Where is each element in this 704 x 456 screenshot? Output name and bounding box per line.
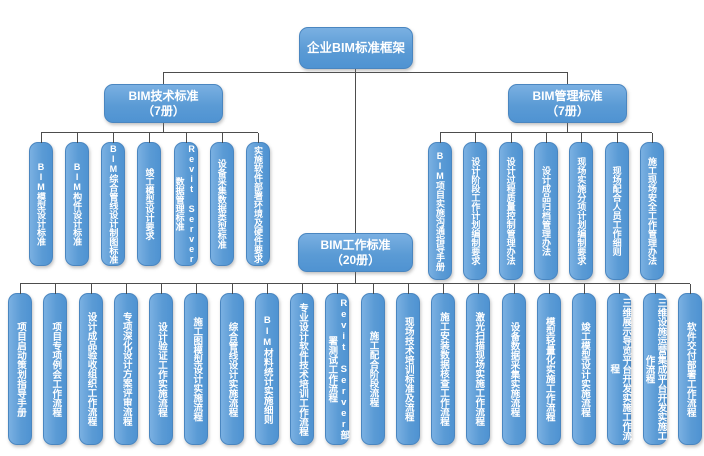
leaf-box: 三维展示导览平台开发实施工作流程 [607, 284, 632, 445]
work-children-row: 项目启动策划指导手册 项目专项例会工作流程 设计成品验收组织工作流程 专项深化设… [8, 284, 702, 445]
branch-mgmt-volumes: （7册） [546, 103, 589, 118]
connector-mgmt-stub [567, 72, 568, 84]
leaf-box: 软件交付部署工作流程 [677, 284, 702, 445]
leaf-box: 项目专项例会工作流程 [43, 284, 68, 445]
leaf-box: 专业设计软件技术培训工作流程 [290, 284, 314, 445]
leaf-box: BIM项目实施沟通指导手册 [428, 133, 452, 280]
leaf-label: Revit Server部署测试工作流程 [326, 298, 350, 440]
leaf-box: 项目启动策划指导手册 [8, 284, 32, 445]
leaf-box: 激光扫描现场实施工作流程 [466, 284, 491, 445]
leaf-box: 设计验证工作实施流程 [149, 284, 173, 445]
leaf-box: 实施软件部署环境及硬件要求 [245, 133, 270, 266]
leaf-label: 三维展示导览平台开发实施工作流程 [608, 297, 632, 441]
leaf-label: 现场实施分项计划编制要求 [576, 157, 587, 265]
leaf-box: 施工现场安全工作管理办法 [639, 133, 664, 280]
leaf-label: 专业设计软件技术培训工作流程 [297, 302, 308, 436]
branch-tech-volumes: （7册） [142, 103, 185, 118]
leaf-box: 设备数据采集实施流程 [501, 284, 526, 445]
leaf-label: 设计过程质量控制管理办法 [505, 157, 516, 265]
leaf-box: BIM构件设计标准 [65, 133, 90, 266]
leaf-box: BIM材料统计实施细则 [254, 284, 279, 445]
branch-work-label: BIM工作标准 [320, 237, 391, 252]
leaf-box: 专项深化设计方案评审流程 [113, 284, 138, 445]
branch-mgmt-label: BIM管理标准 [532, 88, 603, 103]
leaf-label: 设备数据采集实施流程 [508, 321, 520, 417]
branch-node-mgmt: BIM管理标准 （7册） [508, 84, 627, 123]
leaf-label: 设计成品验收组织工作流程 [85, 312, 97, 426]
leaf-label: 激光扫描现场实施工作流程 [473, 312, 485, 426]
leaf-box: 现场配合人员工作细则 [604, 133, 629, 280]
leaf-label: 项目专项例会工作流程 [50, 321, 62, 417]
leaf-label: 施工安装数据核查工作流程 [438, 312, 449, 426]
leaf-box: 现场技术培训标准及流程 [395, 284, 420, 445]
leaf-box: Revit Server数据管理标准 [173, 133, 198, 266]
leaf-label: 设计验证工作实施流程 [156, 321, 167, 417]
leaf-label: 竣工模型设计要求 [144, 168, 155, 240]
branch-tech-label: BIM技术标准 [128, 88, 199, 103]
leaf-box: 三维设施运营集成平台开发实施工作流程 [642, 284, 667, 445]
leaf-label: 施工配合阶段流程 [367, 331, 379, 407]
connector-work-down [355, 271, 356, 284]
leaf-box: 现场实施分项计划编制要求 [569, 133, 594, 280]
branch-node-tech: BIM技术标准 （7册） [104, 84, 223, 123]
leaf-box: 模型轻量化实施工作流程 [536, 284, 561, 445]
leaf-label: 现场技术培训标准及流程 [402, 316, 414, 422]
leaf-label: 模型轻量化实施工作流程 [543, 316, 555, 422]
connector-work-distributor [20, 283, 690, 284]
leaf-label: 竣工模型设计实施流程 [579, 321, 590, 417]
leaf-box: 施工安装数据核查工作流程 [431, 284, 455, 445]
connector-root-to-work [355, 68, 356, 234]
leaf-box: Revit Server部署测试工作流程 [325, 284, 350, 445]
leaf-label: BIM材料统计实施细则 [261, 314, 273, 424]
connector-tech-down [163, 122, 164, 133]
leaf-label: 实施软件部署环境及硬件要求 [252, 145, 263, 263]
leaf-box: 设计成品验收组织工作流程 [78, 284, 103, 445]
branch-work-volumes: （20册） [330, 252, 381, 267]
mgmt-children-row: BIM项目实施沟通指导手册 设计阶段工作计划编制要求 设计过程质量控制管理办法 … [428, 133, 664, 280]
leaf-label: BIM综合管线设计制图标准 [108, 144, 119, 264]
leaf-box: BIM综合管线设计制图标准 [101, 133, 126, 266]
leaf-label: 软件交付部署工作流程 [684, 321, 696, 417]
root-label: 企业BIM标准框架 [307, 40, 405, 55]
leaf-box: BIM模型设计标准 [29, 133, 53, 266]
leaf-box: 竣工模型设计要求 [137, 133, 162, 266]
connector-mgmt-distributor [440, 132, 652, 133]
leaf-box: 竣工模型设计实施流程 [572, 284, 596, 445]
leaf-box: 设计阶段工作计划编制要求 [463, 133, 488, 280]
leaf-label: 设计阶段工作计划编制要求 [470, 157, 481, 265]
leaf-label: 专项深化设计方案评审流程 [120, 312, 132, 426]
leaf-label: BIM模型设计标准 [36, 162, 46, 246]
leaf-label: Revit Server数据管理标准 [174, 144, 197, 264]
leaf-label: 施工现场安全工作管理办法 [646, 157, 657, 265]
connector-mgmt-down [567, 122, 568, 133]
root-node: 企业BIM标准框架 [299, 27, 413, 69]
leaf-box: 设计过程质量控制管理办法 [498, 133, 523, 280]
tech-children-row: BIM模型设计标准 BIM构件设计标准 BIM综合管线设计制图标准 竣工模型设计… [29, 133, 270, 266]
leaf-label: 项目启动策划指导手册 [15, 321, 26, 417]
leaf-label: 现场配合人员工作细则 [611, 166, 622, 256]
connector-main-horizontal [163, 72, 568, 73]
leaf-label: 施工图模型设计实施流程 [191, 316, 203, 422]
leaf-box: 综合管线设计实施流程 [219, 284, 244, 445]
leaf-label: 设计成品归档管理办法 [540, 166, 551, 256]
leaf-label: BIM项目实施沟通指导手册 [435, 151, 445, 271]
leaf-box: 施工图模型设计实施流程 [184, 284, 209, 445]
leaf-box: 施工配合阶段流程 [360, 284, 385, 445]
branch-node-work: BIM工作标准 （20册） [298, 233, 413, 272]
leaf-box: 设计成品归档管理办法 [533, 133, 558, 280]
leaf-box: 设备采集数据类型标准 [209, 133, 234, 266]
leaf-label: 设备采集数据类型标准 [216, 159, 227, 249]
leaf-label: 综合管线设计实施流程 [226, 321, 238, 417]
leaf-label: BIM构件设计标准 [72, 162, 83, 246]
connector-tech-stub [163, 72, 164, 84]
leaf-label: 三维设施运营集成平台开发实施工作流程 [643, 297, 667, 441]
connector-tech-distributor [41, 132, 258, 133]
